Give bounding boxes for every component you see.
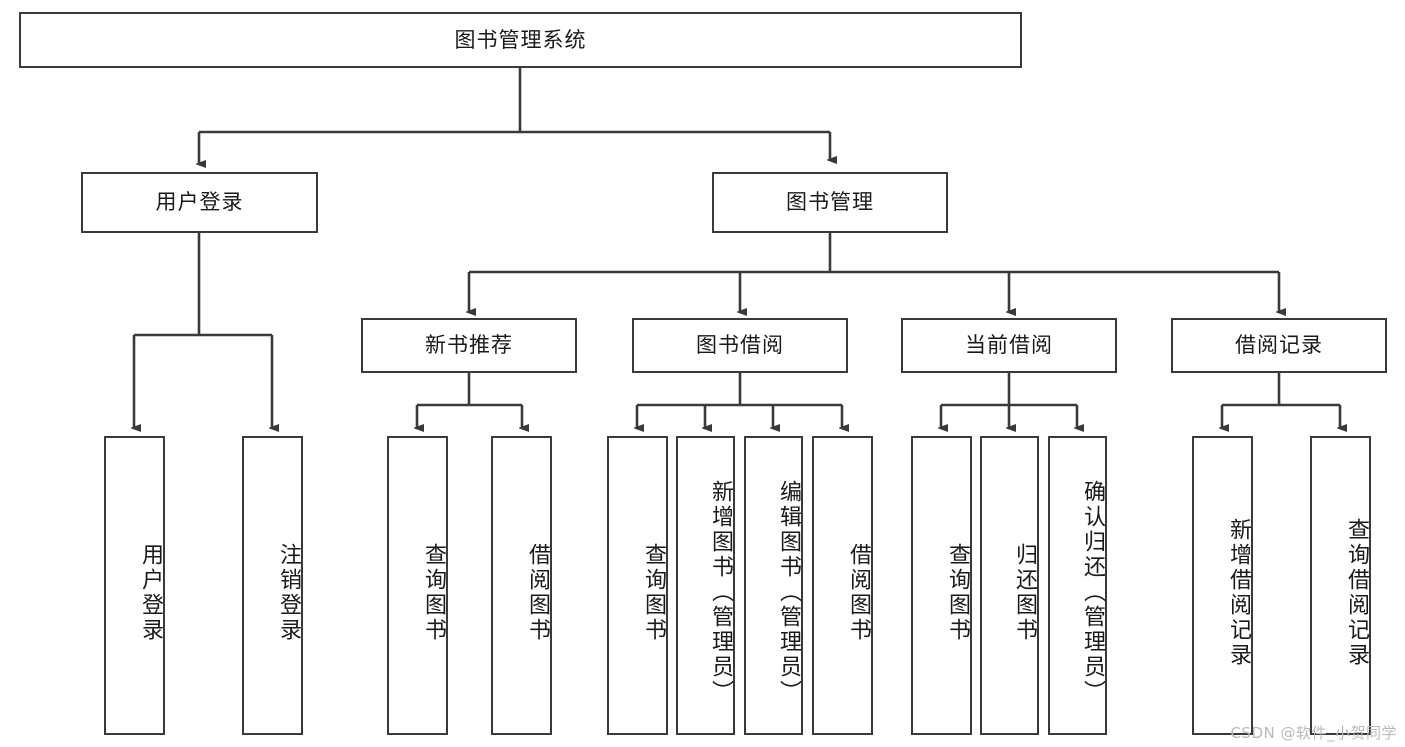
- node-current-borrow-label: 当前借阅: [965, 333, 1053, 358]
- node-new-book-recommend-label: 新书推荐: [425, 333, 513, 358]
- node-book-borrow-label: 图书借阅: [696, 333, 784, 358]
- leaf-label: 查询图书: [945, 542, 970, 643]
- watermark: CSDN @软件_小贺同学: [1230, 724, 1397, 742]
- leaf-book-borrow-query[interactable]: 查询图书: [607, 436, 668, 735]
- leaf-book-borrow-borrow[interactable]: 借阅图书: [812, 436, 873, 735]
- leaf-label: 新增借阅记录: [1226, 517, 1251, 668]
- leaf-user-login-logout[interactable]: 注销登录: [242, 436, 303, 735]
- leaf-current-borrow-return[interactable]: 归还图书: [980, 436, 1039, 735]
- leaf-label: 用户登录: [138, 542, 163, 643]
- leaf-book-borrow-add[interactable]: 新增图书（管理员）: [676, 436, 735, 735]
- leaf-label: 借阅图书: [525, 542, 550, 643]
- node-borrow-record-label: 借阅记录: [1235, 333, 1323, 358]
- leaf-label: 借阅图书: [846, 542, 871, 643]
- leaf-borrow-record-add[interactable]: 新增借阅记录: [1192, 436, 1253, 735]
- leaf-label: 确认归还（管理员）: [1080, 480, 1105, 705]
- leaf-user-login-login[interactable]: 用户登录: [104, 436, 165, 735]
- leaf-label: 新增图书（管理员）: [708, 480, 733, 705]
- leaf-new-book-borrow[interactable]: 借阅图书: [491, 436, 552, 735]
- leaf-current-borrow-query[interactable]: 查询图书: [911, 436, 972, 735]
- node-book-borrow[interactable]: 图书借阅: [632, 318, 848, 373]
- node-root-label: 图书管理系统: [454, 27, 587, 52]
- node-book-management-label: 图书管理: [786, 190, 874, 215]
- leaf-book-borrow-edit[interactable]: 编辑图书（管理员）: [744, 436, 803, 735]
- node-borrow-record[interactable]: 借阅记录: [1171, 318, 1387, 373]
- leaf-label: 编辑图书（管理员）: [776, 480, 801, 705]
- leaf-label: 归还图书: [1012, 542, 1037, 643]
- node-current-borrow[interactable]: 当前借阅: [901, 318, 1117, 373]
- node-book-management[interactable]: 图书管理: [712, 172, 948, 233]
- node-root[interactable]: 图书管理系统: [19, 12, 1022, 68]
- leaf-label: 注销登录: [276, 542, 301, 643]
- leaf-label: 查询图书: [641, 542, 666, 643]
- leaf-current-borrow-confirm[interactable]: 确认归还（管理员）: [1048, 436, 1107, 735]
- leaf-label: 查询借阅记录: [1344, 517, 1369, 668]
- node-user-login-label: 用户登录: [155, 190, 244, 215]
- node-new-book-recommend[interactable]: 新书推荐: [361, 318, 577, 373]
- node-user-login[interactable]: 用户登录: [81, 172, 318, 233]
- leaf-label: 查询图书: [421, 542, 446, 643]
- leaf-new-book-query[interactable]: 查询图书: [387, 436, 448, 735]
- leaf-borrow-record-query[interactable]: 查询借阅记录: [1310, 436, 1371, 735]
